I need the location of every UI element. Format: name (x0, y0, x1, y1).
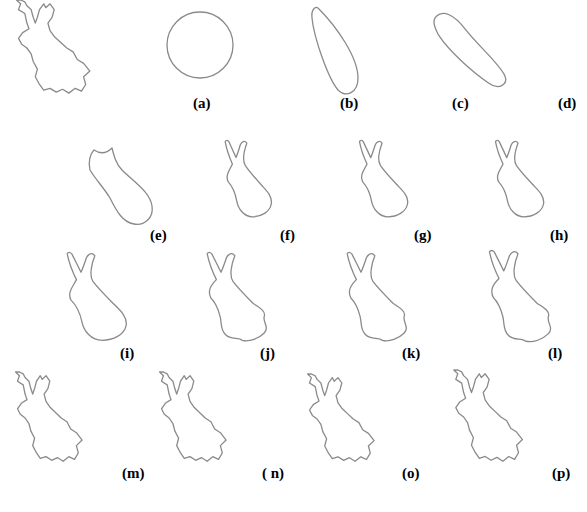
contour (490, 250, 551, 341)
panel-label: (d) (558, 96, 576, 111)
panel-label: (e) (150, 228, 167, 243)
contour (207, 252, 266, 340)
contour (16, 372, 83, 461)
panel-label: (h) (550, 228, 568, 243)
panel-label: (c) (452, 96, 469, 111)
panel-label: (g) (414, 228, 432, 243)
panel-label: (k) (402, 346, 420, 361)
contour (16, 0, 89, 93)
panel-label: (p) (552, 466, 570, 481)
panel-label: ( n) (262, 466, 284, 481)
contour (360, 140, 408, 216)
contour (454, 370, 523, 461)
contour (496, 140, 544, 216)
contour (160, 372, 227, 461)
contour (347, 252, 406, 340)
panel-label: (l) (548, 346, 562, 361)
contour (89, 148, 152, 224)
panel-label: (m) (122, 466, 145, 481)
panel-label: (i) (120, 346, 134, 361)
contour (167, 12, 233, 78)
contour (225, 140, 271, 216)
panel-label: (o) (402, 466, 420, 481)
contour (312, 7, 358, 93)
panel-label: (f) (280, 228, 295, 243)
contour (67, 252, 126, 340)
contour (308, 374, 375, 461)
panel-label: (b) (340, 96, 358, 111)
contour (434, 13, 506, 86)
panel-label: (a) (193, 96, 211, 111)
panel-label: (j) (260, 346, 275, 361)
